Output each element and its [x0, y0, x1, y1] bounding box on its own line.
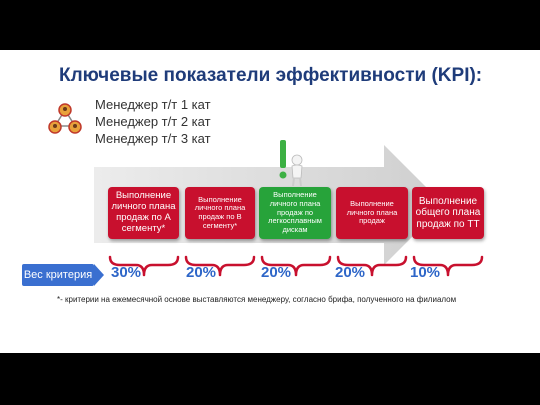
kpi-box-total-plan: Выполнение общего плана продаж по ТТ	[412, 187, 484, 239]
page-title: Ключевые показатели эффективности (KPI):	[59, 65, 483, 86]
kpi-box-alloy-wheels: Выполнение личного плана продаж по легко…	[259, 187, 331, 239]
kpi-box-personal-plan: Выполнение личного плана продаж	[336, 187, 408, 239]
weight-value: 30%	[111, 264, 142, 281]
manager-item: Менеджер т/т 3 кат	[95, 131, 211, 146]
brace-group	[108, 255, 484, 277]
slide: Ключевые показатели эффективности (KPI):…	[0, 50, 540, 353]
kpi-box-b-segment: Выполнение личного плана продаж по В сег…	[185, 187, 255, 239]
exclamation-figure-icon	[279, 140, 303, 187]
weight-value: 10%	[410, 264, 441, 281]
weight-criterion-label: Вес критерия	[22, 264, 94, 286]
weight-value: 20%	[335, 264, 366, 281]
people-network-icon	[48, 103, 82, 134]
weight-value: 20%	[186, 264, 217, 281]
manager-item: Менеджер т/т 1 кат	[95, 97, 211, 112]
kpi-box-a-segment: Выполнение личного плана продаж по А сег…	[108, 187, 179, 239]
manager-item: Менеджер т/т 2 кат	[95, 114, 211, 129]
weight-arrow-icon	[94, 264, 104, 286]
footnote: *- критерии на ежемесячной основе выстав…	[57, 295, 457, 304]
weight-value: 20%	[261, 264, 292, 281]
manager-list: Менеджер т/т 1 кат Менеджер т/т 2 кат Ме…	[95, 96, 211, 147]
